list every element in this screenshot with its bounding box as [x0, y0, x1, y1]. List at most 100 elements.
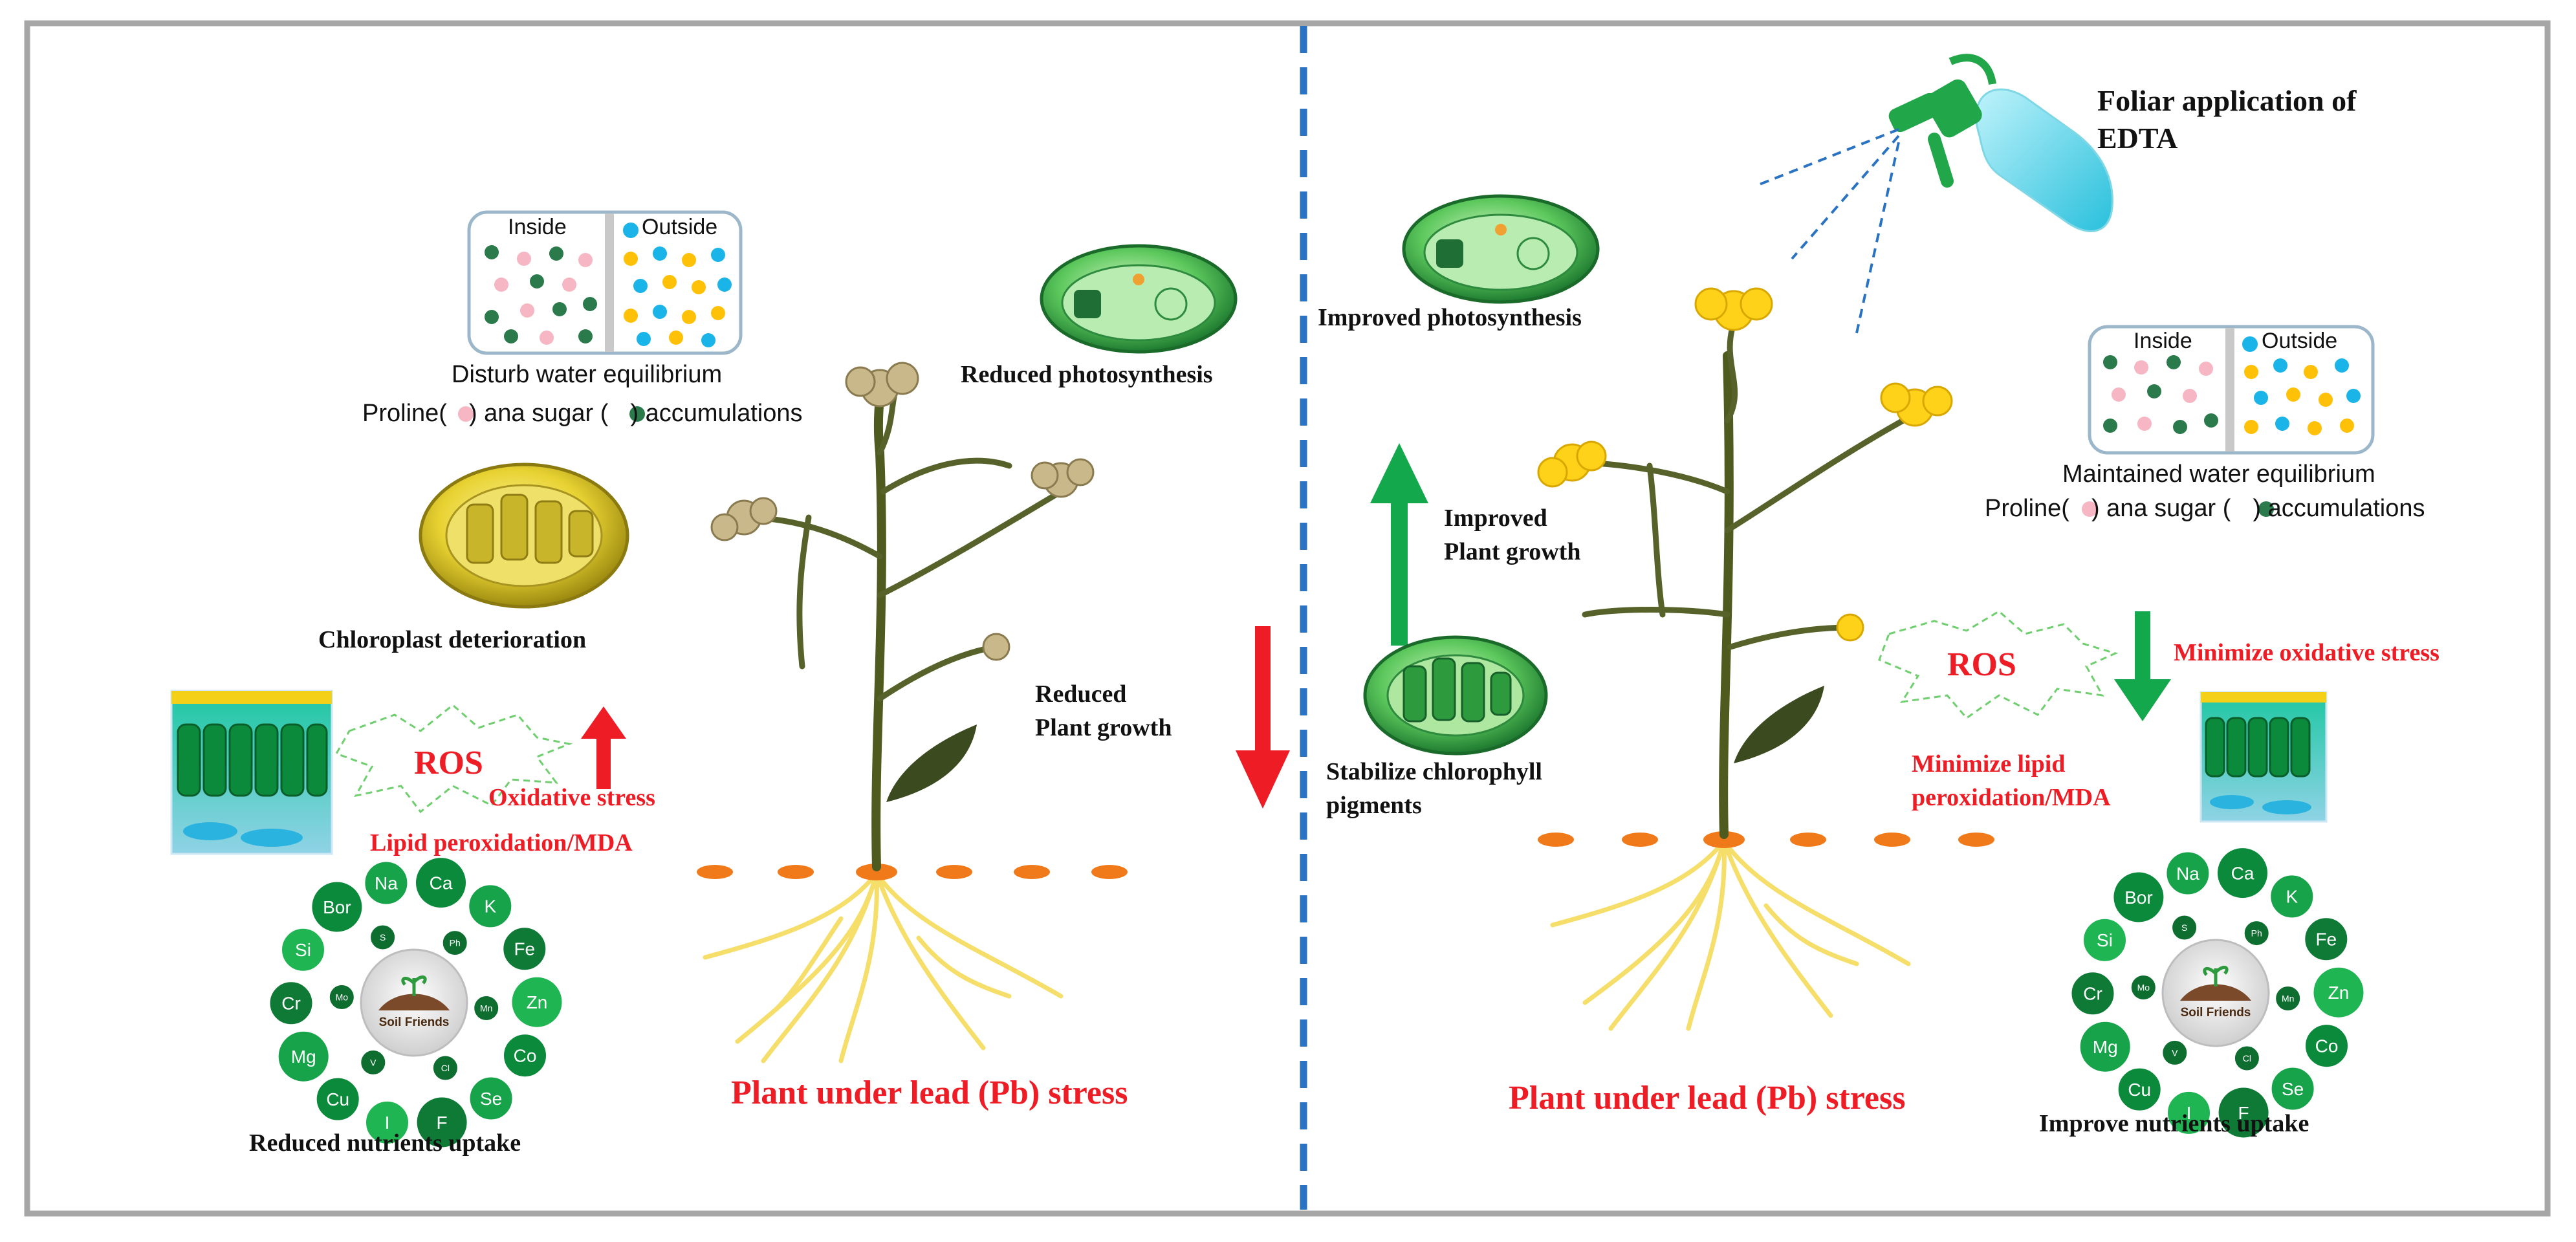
nutrient-node — [468, 1075, 514, 1122]
inside-label-left: Inside — [508, 215, 567, 239]
ros-burst-right — [1878, 610, 2119, 720]
nutrient-node — [501, 926, 548, 972]
nutrient-node-label: F — [437, 1113, 448, 1133]
nutrient-node-label: S — [380, 932, 386, 942]
nutrient-node — [359, 1048, 387, 1076]
roots-right — [1550, 838, 1911, 1031]
nutrient-node-label: Mo — [2137, 982, 2150, 992]
left-outside-particles — [624, 246, 732, 347]
nutrient-node-label: V — [2172, 1047, 2178, 1058]
minimize-lipid-label-2: peroxidation/MDA — [1912, 784, 2111, 811]
accum-part-1: Proline( — [362, 400, 447, 427]
sugar-legend-dot-right — [2258, 501, 2274, 517]
nutrient-node-label: Mo — [336, 992, 349, 1002]
nutrient-node — [2078, 1019, 2132, 1074]
nutrient-node-label: S — [2181, 922, 2187, 933]
nutrient-node — [369, 923, 397, 952]
nutrient-node — [472, 994, 501, 1022]
nutrient-node — [2069, 970, 2116, 1017]
nutrient-wheel-right: Soil FriendsCaKFeZnCoSeFICuMgCrSiBorNaPh… — [2069, 846, 2366, 1140]
nutrient-node — [2165, 850, 2211, 897]
nutrient-node-label: Cl — [2243, 1053, 2251, 1063]
accum-part-3: ) accumulations — [630, 400, 803, 427]
nutrient-node-label: Mn — [2282, 993, 2294, 1003]
nutrient-node-label: Cu — [2128, 1080, 2151, 1100]
chloroplast-deterioration-label: Chloroplast deterioration — [318, 626, 587, 653]
nutrient-node — [280, 926, 326, 973]
accum-part-2: ) ana sugar ( — [468, 400, 609, 427]
nutrient-node — [268, 980, 314, 1027]
outside-marker-dot — [623, 223, 639, 238]
nutrient-node-label: Cr — [281, 994, 301, 1014]
nutrient-node — [2170, 913, 2199, 942]
outside-label-left: Outside — [642, 215, 718, 239]
soil-line-right — [1538, 831, 1994, 848]
accum-part-3: ) accumulations — [2253, 495, 2425, 522]
foliar-label-2: EDTA — [2097, 122, 2178, 155]
nutrient-node-label: Cl — [441, 1063, 450, 1073]
nutrient-node-label: Ca — [2231, 863, 2254, 883]
nutrient-node — [2232, 1044, 2261, 1073]
nutrient-node — [502, 1032, 548, 1079]
chloroplast-icon-left — [1040, 244, 1238, 354]
plant-right — [1537, 287, 1994, 1031]
leaf-right — [1734, 686, 1824, 763]
nutrient-node — [2269, 1065, 2316, 1112]
leaf-tissue-right — [2199, 691, 2328, 823]
ros-label-left: ROS — [414, 745, 483, 781]
nutrient-node — [2112, 870, 2166, 924]
nutrient-node — [2242, 919, 2271, 948]
left-inside-particles — [485, 245, 597, 345]
spray-bottle-icon — [1888, 54, 2113, 232]
nutrient-node — [2129, 974, 2157, 1001]
sprout-icon — [401, 975, 427, 996]
nutrient-node-label: Bor — [2124, 888, 2153, 908]
nutrient-node — [2304, 1023, 2350, 1069]
proline-legend-dot-right — [2082, 501, 2097, 517]
leaf-left — [886, 724, 977, 802]
nutrient-node-label: Cr — [2083, 984, 2102, 1004]
nutrient-node-label: Zn — [2328, 983, 2350, 1003]
nutrient-node-label: Co — [2315, 1036, 2339, 1056]
improve-nutrients-label: Improve nutrients uptake — [2039, 1110, 2309, 1137]
outside-label-right: Outside — [2262, 329, 2338, 353]
outer-frame — [24, 20, 2551, 1217]
sprout-icon — [2203, 965, 2229, 986]
nutrient-node-label: K — [484, 897, 496, 917]
nutrient-node — [2216, 846, 2269, 900]
accum-part-1: Proline( — [1985, 495, 2069, 522]
nutrient-node-label: Fe — [2315, 930, 2337, 950]
nutrient-node — [415, 1095, 469, 1149]
nutrient-node — [364, 1099, 410, 1146]
nutrient-node — [510, 975, 564, 1029]
roots-left — [703, 871, 1064, 1063]
nutrient-node-label: Se — [480, 1089, 502, 1109]
nutrient-node — [441, 929, 469, 957]
nutrient-node — [2082, 917, 2128, 963]
nutrient-node — [2274, 985, 2302, 1012]
nutrient-node — [2269, 873, 2315, 920]
plant-left — [697, 362, 1128, 1063]
nutrient-node-label: Na — [2176, 864, 2199, 884]
chloroplast-icon-right — [1402, 194, 1600, 304]
nutrient-node-label: Mg — [2093, 1037, 2118, 1057]
nutrient-node-label: F — [2238, 1103, 2249, 1123]
foliar-label-1: Foliar application of — [2097, 84, 2357, 117]
accumulation-label-left: Proline( ) ana sugar ( ) accumulations — [362, 400, 803, 428]
minimize-lipid-label-1: Minimize lipid — [1912, 750, 2066, 778]
nutrient-node-label: Zn — [527, 992, 548, 1012]
reduced-growth-label-2: Plant growth — [1035, 714, 1172, 741]
nutrient-node — [314, 1076, 361, 1122]
nutrient-node-label: Ph — [2251, 928, 2262, 939]
water-equilibrium-label-left: Disturb water equilibrium — [452, 361, 723, 388]
soil-line-left — [697, 864, 1128, 880]
improved-photosynthesis-label: Improved photosynthesis — [1318, 304, 1582, 331]
inside-label-right: Inside — [2134, 329, 2192, 353]
ros-label-right: ROS — [1947, 646, 2016, 683]
nutrient-node-label: Si — [2097, 930, 2113, 950]
nutrient-node-label: Ph — [450, 938, 461, 948]
nutrient-node-label: K — [2286, 887, 2298, 907]
nutrient-node-label: Se — [2282, 1079, 2304, 1099]
red-up-arrow-left — [581, 706, 626, 789]
nutrient-node — [2161, 1038, 2189, 1067]
